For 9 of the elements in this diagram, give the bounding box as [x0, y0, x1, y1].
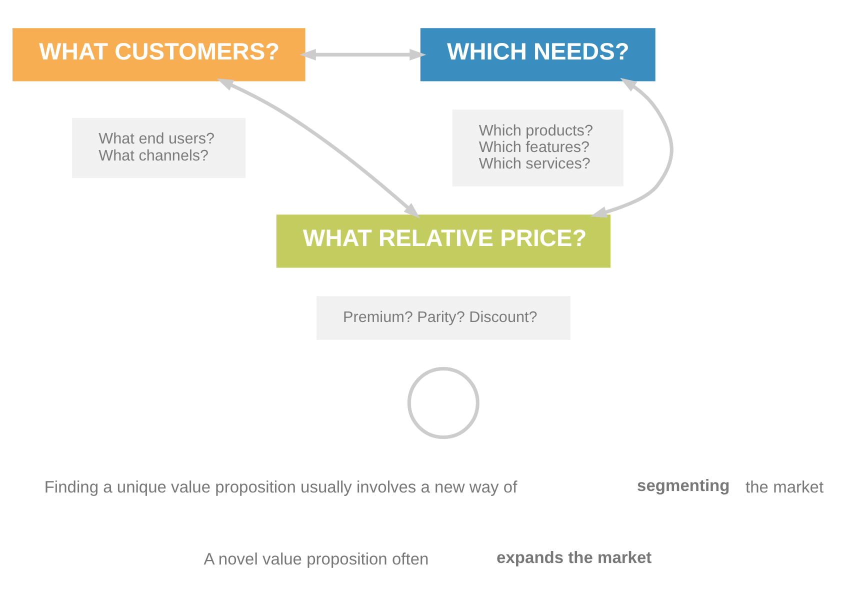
node-circle [407, 366, 480, 439]
arrow [216, 78, 420, 218]
arrow [299, 48, 426, 60]
label: A novel value proposition often expands the market [204, 548, 652, 568]
node-box: WHAT RELATIVE PRICE? [276, 214, 610, 268]
node-box: WHAT CUSTOMERS? [12, 28, 306, 82]
node-box: WHICH NEEDS? [420, 28, 656, 82]
arrow [590, 78, 674, 218]
label: Finding a unique value proposition usually involves a new way of segmenting the market [44, 476, 824, 496]
